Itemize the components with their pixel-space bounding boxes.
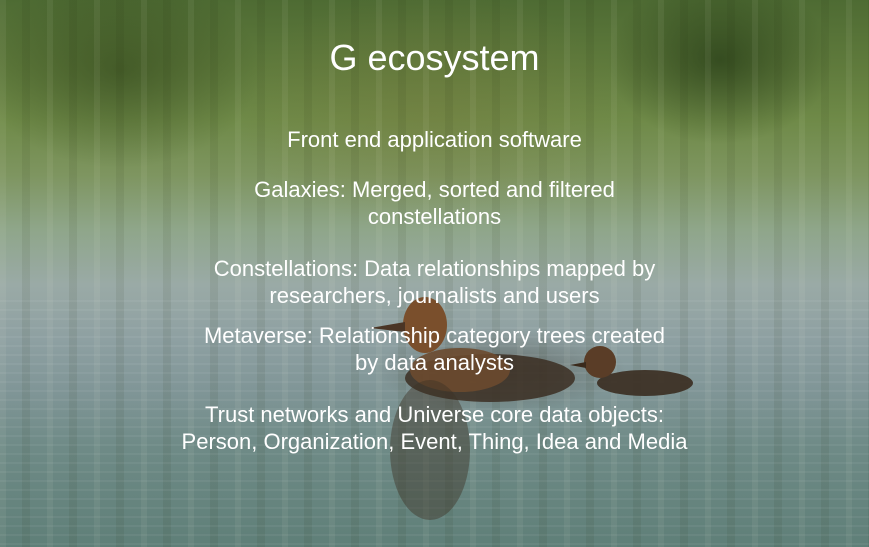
bullet-galaxies-line-2: constellations xyxy=(367,204,502,229)
duckling-image xyxy=(570,346,693,396)
bullet-trust-networks-line-2: Person, Organization, Event, Thing, Idea… xyxy=(181,429,688,454)
bullet-galaxies-line-1: Galaxies: Merged, sorted and filtered xyxy=(254,177,615,202)
bullet-trust-networks-line-1: Trust networks and Universe core data ob… xyxy=(205,402,664,427)
bullet-metaverse-line-1: Metaverse: Relationship category trees c… xyxy=(203,323,665,348)
slide-title: G ecosystem xyxy=(329,37,540,78)
bullet-constellations-line-2: researchers, journalists and users xyxy=(269,283,600,308)
bullet-metaverse-line-2: by data analysts xyxy=(355,350,514,375)
bullet-front-end: Front end application software xyxy=(287,127,582,152)
adult-duck-image xyxy=(370,297,575,520)
bullet-constellations-line-1: Constellations: Data relationships mappe… xyxy=(213,256,656,281)
